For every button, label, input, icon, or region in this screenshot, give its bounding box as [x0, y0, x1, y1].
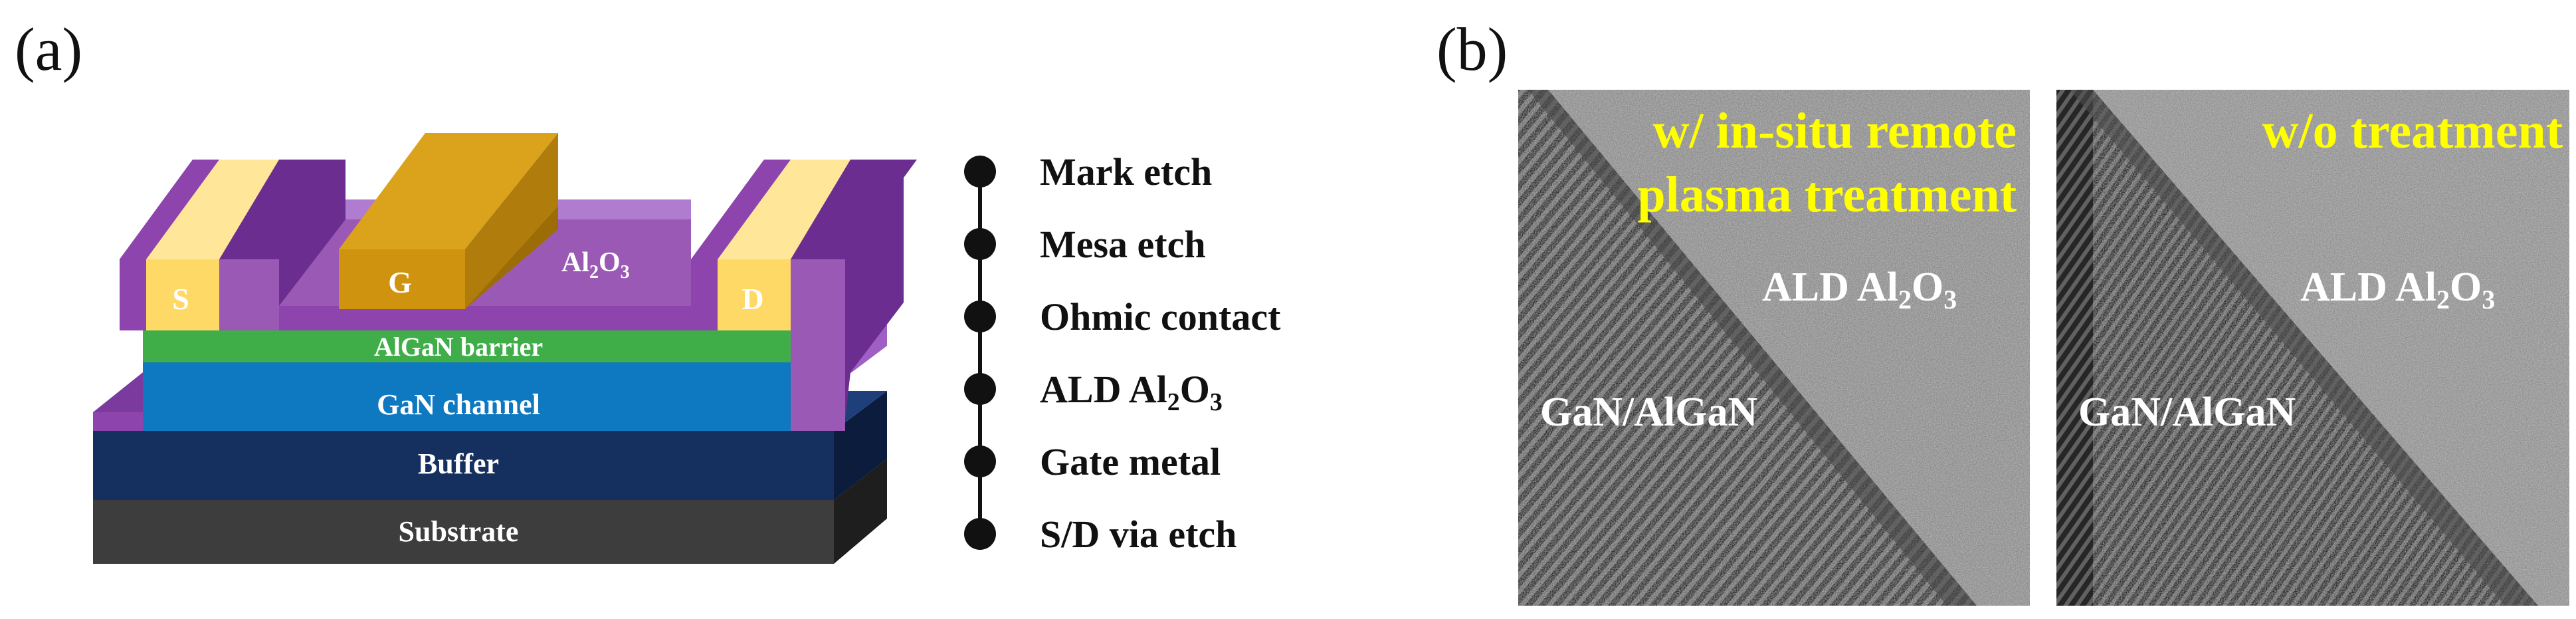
process-step-marker: [964, 445, 996, 477]
channel-layer: GaN channel: [143, 362, 794, 431]
process-step-marker: [964, 228, 996, 260]
treated-oxide-label: ALD Al2O3: [1762, 265, 1957, 314]
treated-substrate-label: GaN/AlGaN: [1540, 390, 1757, 435]
tem-image-untreated: w/o treatment ALD Al2O3 GaN/AlGaN: [2056, 90, 2569, 606]
process-step-label: Ohmic contact: [1040, 295, 1281, 338]
untreated-substrate-label: GaN/AlGaN: [2078, 390, 2296, 435]
barrier-label: AlGaN barrier: [374, 332, 543, 362]
process-step-marker: [964, 518, 996, 550]
oxide-label: Al2O3: [561, 247, 630, 283]
treated-title-line2: plasma treatment: [1637, 167, 2017, 223]
process-step-label: Gate metal: [1040, 440, 1221, 483]
drain-label: D: [742, 282, 763, 316]
process-step-marker: [964, 373, 996, 405]
process-step-label: Mesa etch: [1040, 223, 1206, 266]
source-contact: S: [120, 160, 346, 330]
gate-contact: G: [339, 133, 558, 309]
tem-image-treated: w/ in-situ remote plasma treatment ALD A…: [1518, 90, 2030, 606]
process-step-label: ALD Al2O3: [1040, 368, 1223, 416]
panel-a-label: (a): [15, 15, 82, 83]
process-step-label: S/D via etch: [1040, 513, 1237, 556]
process-step-marker: [964, 156, 996, 187]
barrier-layer: AlGaN barrier: [143, 330, 794, 362]
process-step-marker: [964, 301, 996, 332]
untreated-oxide-label: ALD Al2O3: [2300, 265, 2495, 314]
treated-title-line1: w/ in-situ remote: [1653, 103, 2017, 159]
gate-label: G: [388, 265, 412, 299]
device-cross-section: Substrate Buffer GaN channel AlGaN barri…: [93, 133, 917, 564]
drain-contact: D: [691, 160, 917, 431]
substrate-label: Substrate: [399, 515, 519, 548]
source-label: S: [172, 282, 189, 316]
panel-b-label: (b): [1437, 15, 1508, 83]
untreated-title: w/o treatment: [2262, 103, 2563, 159]
channel-label: GaN channel: [377, 388, 540, 421]
process-step-label: Mark etch: [1040, 150, 1212, 193]
buffer-label: Buffer: [418, 447, 499, 480]
